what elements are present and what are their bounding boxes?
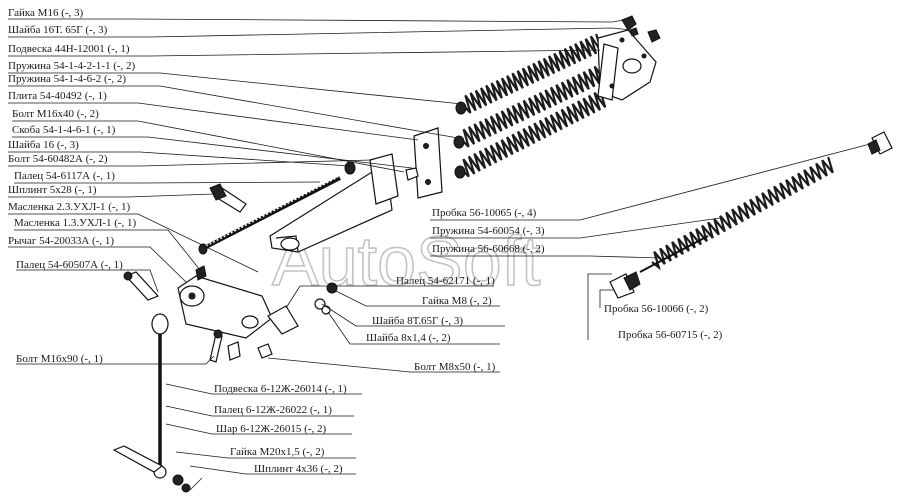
label-pruzhina-56-60668: Пружина 56-60668 (-, 2) xyxy=(432,243,545,255)
spring-plug-lower xyxy=(454,165,466,179)
label-shar-6-12zh: Шар 6-12Ж-26015 (-, 2) xyxy=(216,423,326,435)
label-palec-54-6117a: Палец 54-6117А (-, 1) xyxy=(14,170,115,182)
label-gaika-m16: Гайка М16 (-, 3) xyxy=(8,7,84,19)
spring-plug-middle xyxy=(453,135,465,149)
bolt-54-60482a xyxy=(209,183,247,213)
label-shaiba-16: Шайба 16 (-, 3) xyxy=(8,139,79,151)
spring-coil-upper xyxy=(463,33,603,114)
label-bolt-m8x50: Болт М8х50 (-, 1) xyxy=(414,361,496,373)
leader-lines xyxy=(8,18,871,475)
label-podveska-6-12zh: Подвеска 6-12Ж-26014 (-, 1) xyxy=(214,383,347,395)
label-palec-6-12zh: Палец 6-12Ж-26022 (-, 1) xyxy=(214,404,332,416)
label-probka-56-60715: Пробка 56-60715 (-, 2) xyxy=(618,329,723,341)
label-gaika-m8: Гайка М8 (-, 2) xyxy=(422,295,492,307)
label-bolt-54-60482a: Болт 54-60482А (-, 2) xyxy=(8,153,108,165)
pin-54-60507a xyxy=(123,271,160,301)
spring-coil-lower xyxy=(461,89,607,178)
label-shplint-5x28: Шплинт 5х28 (-, 1) xyxy=(8,184,97,196)
label-palec-54-62171: Палец 54-62171 (-, 1) xyxy=(396,275,495,287)
hanger-bracket xyxy=(597,29,657,101)
label-gaika-m20: Гайка М20х1,5 (-, 2) xyxy=(230,446,325,458)
label-pruzhina-54-1-4-6-2: Пружина 54-1-4-6-2 (-, 2) xyxy=(8,73,126,85)
part-labels: Гайка М16 (-, 3) Шайба 16Т. 65Г (-, 3) П… xyxy=(8,7,723,475)
label-skoba: Скоба 54-1-4-6-1 (-, 1) xyxy=(12,124,116,136)
right-spring-assembly xyxy=(609,131,893,299)
label-probka-56-10065: Пробка 56-10065 (-, 4) xyxy=(432,207,537,219)
bolt-m8x50 xyxy=(257,343,273,359)
label-probka-56-10066: Пробка 56-10066 (-, 2) xyxy=(604,303,709,315)
spring-coil-right xyxy=(651,156,834,271)
label-rychag: Рычаг 54-20033А (-, 1) xyxy=(8,235,114,247)
label-palec-54-60507a: Палец 54-60507А (-, 1) xyxy=(16,259,123,271)
spring-plug-upper xyxy=(455,101,467,115)
label-bolt-m16x40: Болт М16х40 (-, 2) xyxy=(12,108,99,120)
bolt-m16x90 xyxy=(209,329,241,363)
lower-lever xyxy=(177,265,299,339)
plate xyxy=(405,127,443,199)
spring-assembly xyxy=(453,33,607,179)
label-maslenka-1-3: Масленка 1.3.УХЛ-1 (-, 1) xyxy=(14,217,137,229)
label-podveska-44n: Подвеска 44Н-12001 (-, 1) xyxy=(8,43,130,55)
spring-coil-middle xyxy=(461,63,607,148)
label-bolt-m16x90: Болт М16х90 (-, 1) xyxy=(16,353,103,365)
hanger-rod xyxy=(112,313,203,493)
label-shaiba-8t: Шайба 8Т.65Г (-, 3) xyxy=(372,315,463,327)
label-plita: Плита 54-40492 (-, 1) xyxy=(8,90,107,102)
label-pruzhina-54-1-4-2-1-1: Пружина 54-1-4-2-1-1 (-, 2) xyxy=(8,60,136,72)
label-shaiba-16t: Шайба 16Т. 65Г (-, 3) xyxy=(8,24,108,36)
label-pruzhina-54-60054: Пружина 54-60054 (-, 3) xyxy=(432,225,545,237)
label-maslenka-2-3: Масленка 2.3.УХЛ-1 (-, 1) xyxy=(8,201,131,213)
label-shaiba-8x1-4: Шайба 8х1,4 (-, 2) xyxy=(366,332,451,344)
label-shplint-4x36: Шплинт 4х36 (-, 2) xyxy=(254,463,343,475)
